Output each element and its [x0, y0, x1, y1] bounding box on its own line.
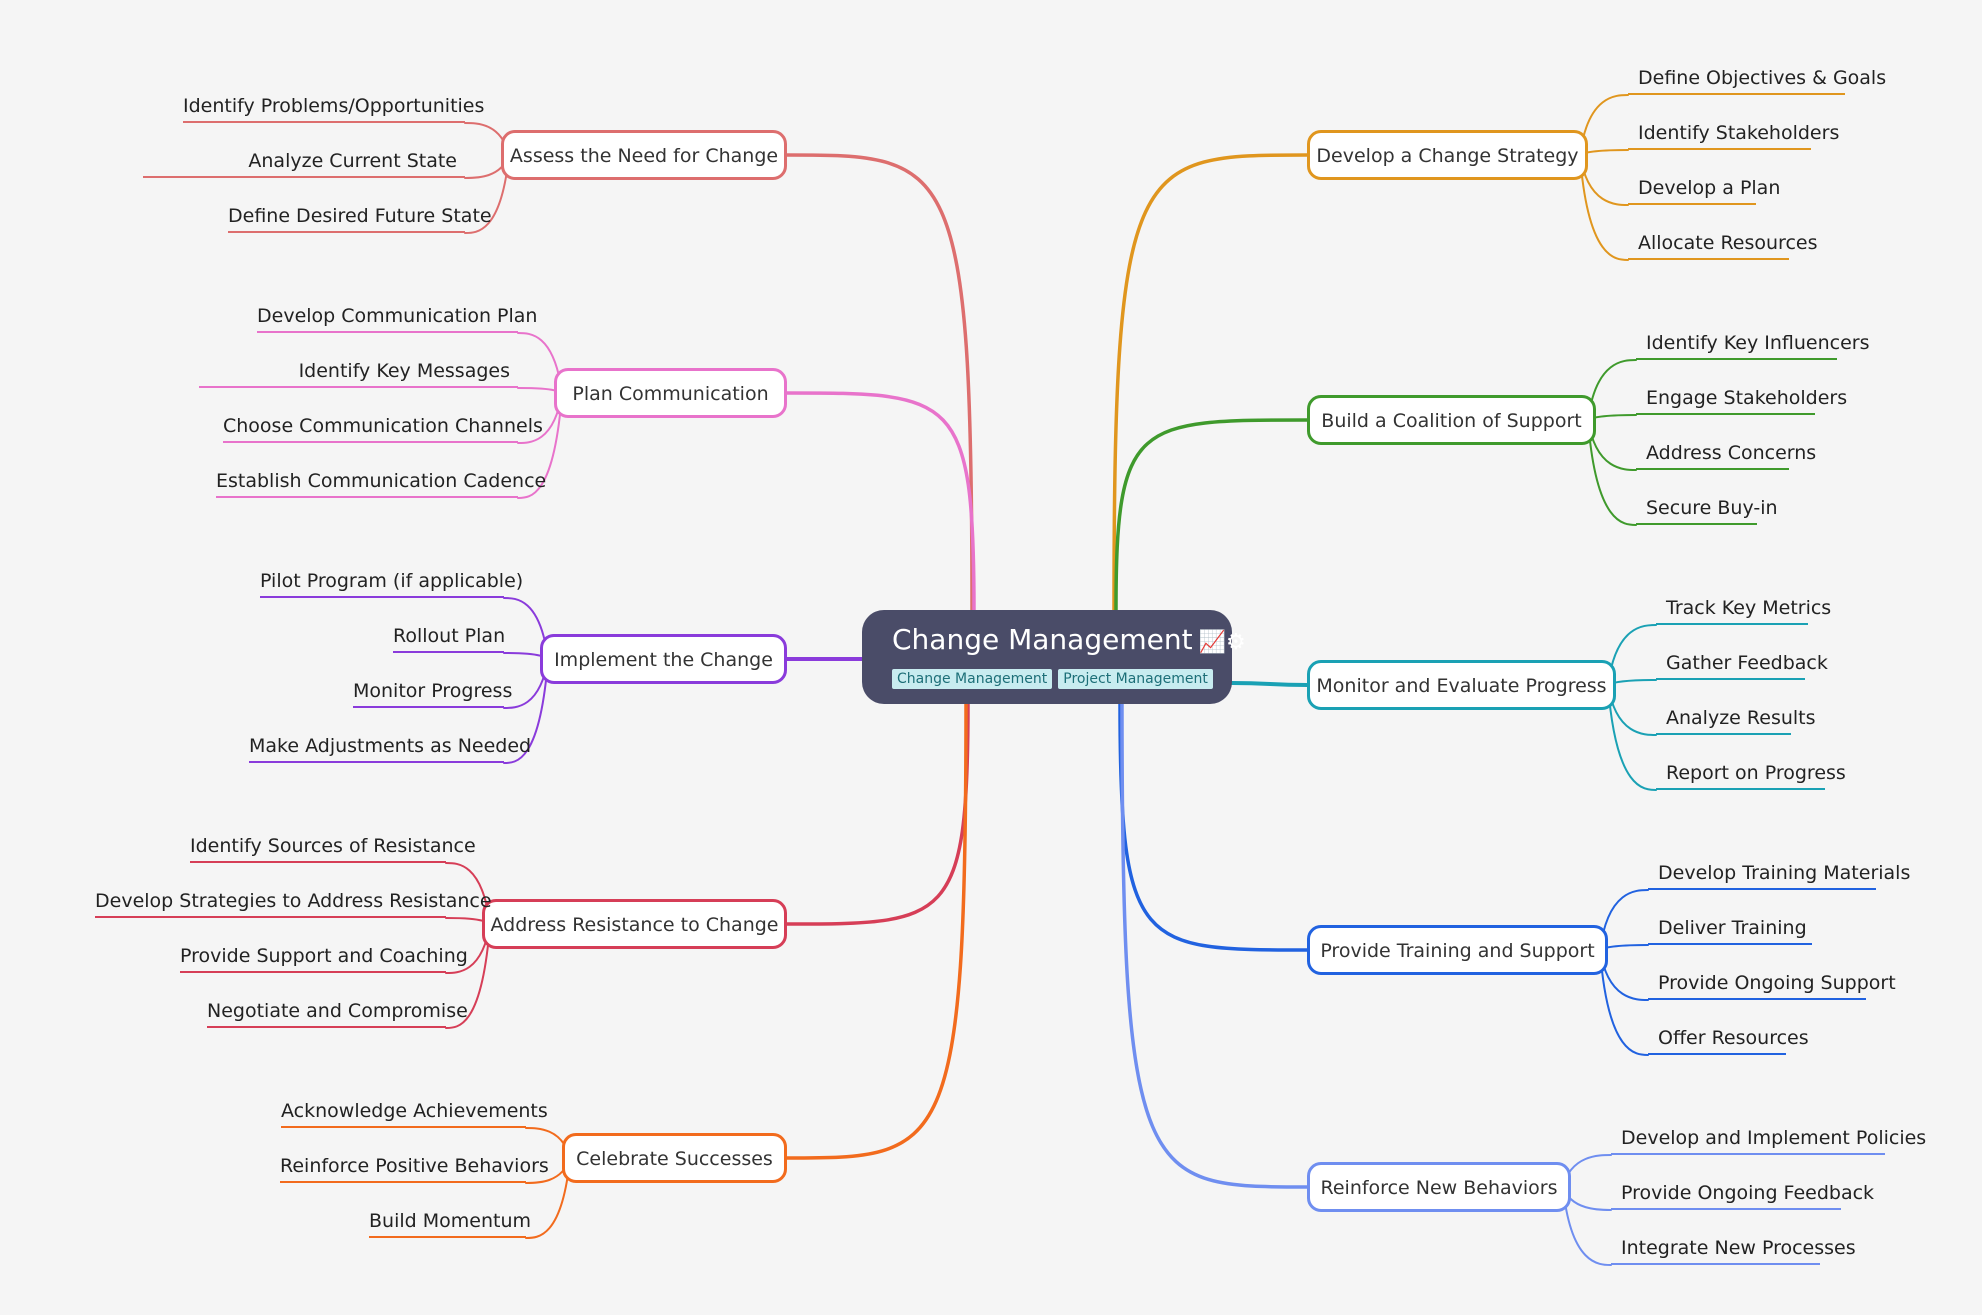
leaf-track-key-metrics[interactable]: Track Key Metrics: [1656, 591, 1831, 625]
leaf-gather-feedback[interactable]: Gather Feedback: [1656, 646, 1828, 680]
edge-branch-leaf: [445, 923, 491, 1029]
leaf-develop-a-plan[interactable]: Develop a Plan: [1628, 171, 1780, 205]
edge-root-branch: [785, 702, 968, 1160]
edge-root-branch: [1120, 702, 1309, 1189]
leaf-secure-buy-in[interactable]: Secure Buy-in: [1636, 491, 1778, 525]
leaf-define-objectives-goals[interactable]: Define Objectives & Goals: [1628, 61, 1886, 95]
leaf-address-concerns[interactable]: Address Concerns: [1636, 436, 1816, 470]
edge-root-branch: [785, 153, 974, 612]
leaf-make-adjustments-as-needed[interactable]: Make Adjustments as Needed: [249, 729, 531, 763]
leaf-provide-support-and-coaching[interactable]: Provide Support and Coaching: [180, 939, 468, 973]
leaf-define-desired-future-state[interactable]: Define Desired Future State: [228, 199, 492, 233]
chart-gear-icons: 📈⚙: [1198, 630, 1246, 655]
leaf-offer-resources[interactable]: Offer Resources: [1648, 1021, 1809, 1055]
leaf-reinforce-positive-behaviors[interactable]: Reinforce Positive Behaviors: [280, 1149, 549, 1183]
tag-change-management[interactable]: Change Management: [892, 669, 1053, 689]
leaf-monitor-progress[interactable]: Monitor Progress: [353, 674, 512, 708]
edge-root-branch: [785, 702, 970, 926]
branch-monitor-and-evaluate-progress[interactable]: Monitor and Evaluate Progress: [1307, 660, 1616, 710]
leaf-establish-communication-cadence[interactable]: Establish Communication Cadence: [216, 464, 546, 498]
leaf-develop-strategies-to-address-resistance[interactable]: Develop Strategies to Address Resistance: [95, 884, 492, 918]
branch-address-resistance-to-change[interactable]: Address Resistance to Change: [482, 899, 787, 949]
branch-develop-a-change-strategy[interactable]: Develop a Change Strategy: [1307, 130, 1588, 180]
root-tags: Change Management Project Management: [892, 669, 1232, 689]
leaf-identify-problems-opportunities[interactable]: Identify Problems/Opportunities: [183, 89, 484, 123]
leaf-negotiate-and-compromise[interactable]: Negotiate and Compromise: [207, 994, 468, 1028]
leaf-develop-communication-plan[interactable]: Develop Communication Plan: [257, 299, 537, 333]
branch-reinforce-new-behaviors[interactable]: Reinforce New Behaviors: [1307, 1162, 1571, 1212]
edge-branch-leaf: [1599, 949, 1649, 1056]
leaf-pilot-program-if-applicable[interactable]: Pilot Program (if applicable): [260, 564, 523, 598]
leaf-report-on-progress[interactable]: Report on Progress: [1656, 756, 1846, 790]
leaf-identify-stakeholders[interactable]: Identify Stakeholders: [1628, 116, 1839, 150]
leaf-provide-ongoing-support[interactable]: Provide Ongoing Support: [1648, 966, 1896, 1000]
root-node[interactable]: Change Management📈⚙ Change Management Pr…: [862, 610, 1246, 704]
leaf-identify-key-messages[interactable]: Identify Key Messages: [199, 354, 518, 388]
branch-implement-the-change[interactable]: Implement the Change: [540, 634, 787, 684]
branch-provide-training-and-support[interactable]: Provide Training and Support: [1307, 925, 1608, 975]
edge-branch-leaf: [1562, 1186, 1612, 1266]
branch-celebrate-successes[interactable]: Celebrate Successes: [562, 1133, 787, 1183]
edge-branch-leaf: [1587, 419, 1637, 526]
edge-root-branch: [1114, 418, 1309, 612]
edge-root-branch: [785, 391, 976, 612]
edge-branch-leaf: [525, 1157, 571, 1239]
edge-branch-leaf: [1579, 154, 1629, 261]
edge-root-branch: [1118, 702, 1309, 952]
leaf-develop-and-implement-policies[interactable]: Develop and Implement Policies: [1611, 1121, 1926, 1155]
leaf-identify-sources-of-resistance[interactable]: Identify Sources of Resistance: [190, 829, 476, 863]
branch-build-a-coalition-of-support[interactable]: Build a Coalition of Support: [1307, 395, 1596, 445]
leaf-integrate-new-processes[interactable]: Integrate New Processes: [1611, 1231, 1856, 1265]
tag-project-management[interactable]: Project Management: [1058, 669, 1213, 689]
branch-plan-communication[interactable]: Plan Communication: [554, 368, 787, 418]
edge-root-branch: [1230, 681, 1309, 687]
leaf-choose-communication-channels[interactable]: Choose Communication Channels: [223, 409, 543, 443]
leaf-engage-stakeholders[interactable]: Engage Stakeholders: [1636, 381, 1847, 415]
leaf-rollout-plan[interactable]: Rollout Plan: [393, 619, 505, 653]
leaf-analyze-results[interactable]: Analyze Results: [1656, 701, 1816, 735]
edge-branch-leaf: [517, 392, 563, 499]
edge-root-branch: [1112, 153, 1309, 612]
leaf-analyze-current-state[interactable]: Analyze Current State: [143, 144, 465, 178]
leaf-provide-ongoing-feedback[interactable]: Provide Ongoing Feedback: [1611, 1176, 1874, 1210]
root-title: Change Management: [892, 623, 1193, 656]
leaf-deliver-training[interactable]: Deliver Training: [1648, 911, 1812, 945]
leaf-develop-training-materials[interactable]: Develop Training Materials: [1648, 856, 1910, 890]
leaf-acknowledge-achievements[interactable]: Acknowledge Achievements: [281, 1094, 548, 1128]
branch-assess-the-need-for-change[interactable]: Assess the Need for Change: [501, 130, 787, 180]
edge-branch-leaf: [503, 658, 549, 764]
leaf-allocate-resources[interactable]: Allocate Resources: [1628, 226, 1817, 260]
root-title-row: Change Management📈⚙: [892, 620, 1246, 663]
leaf-build-momentum[interactable]: Build Momentum: [369, 1204, 531, 1238]
leaf-identify-key-influencers[interactable]: Identify Key Influencers: [1636, 326, 1869, 360]
edge-branch-leaf: [1607, 684, 1657, 791]
